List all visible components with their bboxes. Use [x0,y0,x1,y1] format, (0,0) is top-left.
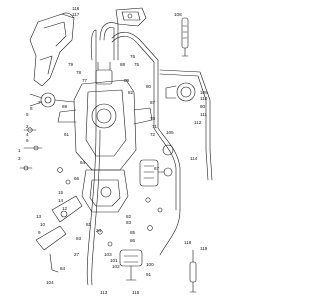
part-number-callout: 6 [26,138,29,143]
part-number-callout: 13 [36,214,42,219]
part-number-callout: 85 [130,230,136,235]
part-number-callout: 9 [38,230,41,235]
part-number-callout: 93 [76,236,82,241]
part-number-callout: 105 [166,130,174,135]
part-number-callout: 1 [18,148,21,153]
carburetor-body [57,61,153,171]
part-number-callout: 4 [26,132,29,137]
part-number-callout: 116 [72,6,80,11]
part-number-callout: 111 [200,112,207,117]
part-number-callout: 109 [200,90,208,95]
part-number-callout: 89 [124,78,130,83]
part-number-callout: 69 [62,104,68,109]
float-bowl [81,169,129,213]
part-number-callout: 10 [40,222,46,227]
part-number-callout: 117 [72,12,80,17]
left-hose-loop [86,22,119,286]
part-number-callout: 114 [190,156,198,161]
part-number-callout: 87 [150,100,156,105]
part-number-callout: 104 [46,280,54,285]
part-number-callout: 72 [150,132,156,137]
part-number-callout: 78 [76,70,82,75]
right-valve-assembly [139,144,174,187]
part-number-callout: 80 [200,104,206,109]
top-right-sensor [181,17,189,57]
part-number-callout: 75 [134,62,140,67]
part-number-callout: 79 [68,62,74,67]
part-number-callout: 102 [112,264,120,269]
part-number-callout: 100 [146,262,154,267]
part-number-callout: 83 [126,220,132,225]
part-number-callout: 5 [26,112,29,117]
part-number-callout: 12 [62,206,68,211]
throttle-body-left [29,92,75,108]
part-number-callout: 70 [150,116,156,121]
part-number-callout: 113 [100,290,108,295]
part-number-callout: 15 [58,190,64,195]
part-number-callout: 81 [86,222,92,227]
part-number-callout: 66 [74,176,80,181]
part-number-callout: 115 [132,290,140,295]
part-number-callout: 88 [120,62,126,67]
part-number-callout: 77 [82,78,88,83]
part-number-callout: 14 [58,198,64,203]
bottom-pump [119,249,143,281]
part-number-callout: 2 [26,124,29,129]
small-fasteners [19,127,163,247]
part-number-callout: 80 [146,84,152,89]
part-number-callout: 76 [130,54,136,59]
lower-left-linkage [35,195,83,273]
part-number-callout: 119 [200,246,208,251]
part-number-callout: 7 [38,100,41,105]
part-number-callout: 64 [80,160,86,165]
part-number-callout: 118 [184,240,192,245]
part-number-callout: 61 [64,132,70,137]
carburetor-exploded-view [19,7,213,293]
part-number-callout: 103 [104,252,112,257]
part-number-callout: 82 [128,90,134,95]
part-number-callout: 27 [74,252,80,257]
right-side-tubes [159,69,213,181]
part-number-callout: 108 [174,12,182,17]
intake-boot-right [165,82,196,102]
top-bracket [115,7,147,27]
part-number-callout: 8 [30,106,33,111]
part-number-callout: 71 [152,124,158,129]
part-number-callout: 101 [110,258,118,263]
part-number-callout: 84 [60,266,66,271]
part-number-callout: 3 [18,156,21,161]
part-number-callout: 91 [146,272,152,277]
part-number-callout: 86 [130,238,136,243]
bottom-right-sensor [189,249,197,293]
part-number-callout: 24 [96,228,102,233]
air-duct-cover [29,12,75,87]
part-number-callout: 67 [154,166,160,171]
part-number-callout: 82 [126,214,132,219]
part-number-callout: 110 [200,96,208,101]
part-number-callout: 112 [194,120,202,125]
